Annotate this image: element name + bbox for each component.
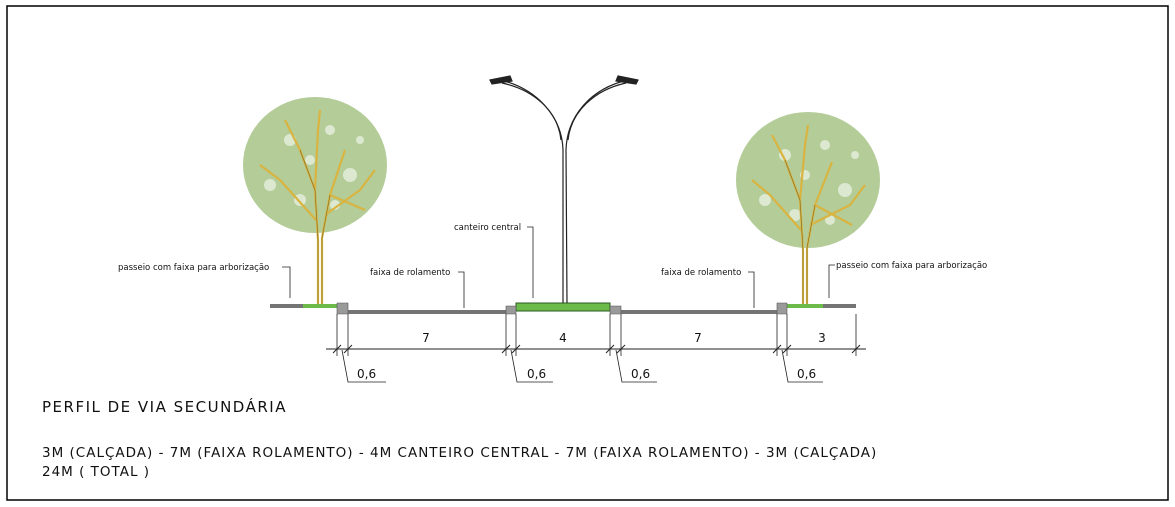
- right-grass-strip: [787, 304, 823, 308]
- dim-curb-4: 0,6: [797, 367, 816, 381]
- label-left-sidewalk: passeio com faixa para arborização: [118, 263, 269, 273]
- label-left-lane: faixa de rolamento: [370, 268, 450, 278]
- dimension-line: [326, 344, 866, 354]
- dim-curb-1: 0,6: [357, 367, 376, 381]
- section-title: PERFIL DE VIA SECUNDÁRIA: [42, 398, 287, 416]
- dim-left-lane: 7: [422, 331, 430, 345]
- dim-curb-3: 0,6: [631, 367, 650, 381]
- dim-curb-2: 0,6: [527, 367, 546, 381]
- dim-median: 4: [559, 331, 567, 345]
- description-line-2: 24M ( TOTAL ): [42, 464, 151, 480]
- dim-right-lane: 7: [694, 331, 702, 345]
- extension-lines: [336, 314, 857, 356]
- label-median: canteiro central: [454, 223, 521, 233]
- label-right-lane: faixa de rolamento: [661, 268, 741, 278]
- left-grass-strip: [303, 304, 337, 308]
- median-grass: [515, 302, 611, 312]
- label-right-sidewalk: passeio com faixa para arborização: [836, 261, 987, 271]
- drawing-border: [6, 5, 1169, 501]
- street-lamp-icon: [489, 75, 639, 304]
- description-line-1: 3M (CALÇADA) - 7M (FAIXA ROLAMENTO) - 4M…: [42, 445, 878, 461]
- right-tree-icon: [736, 112, 880, 304]
- left-tree-icon: [243, 97, 387, 304]
- road-section: [270, 304, 856, 314]
- label-leaders: [282, 226, 835, 308]
- dim-sidewalk: 3: [818, 331, 826, 345]
- curb-leaders: [341, 349, 823, 383]
